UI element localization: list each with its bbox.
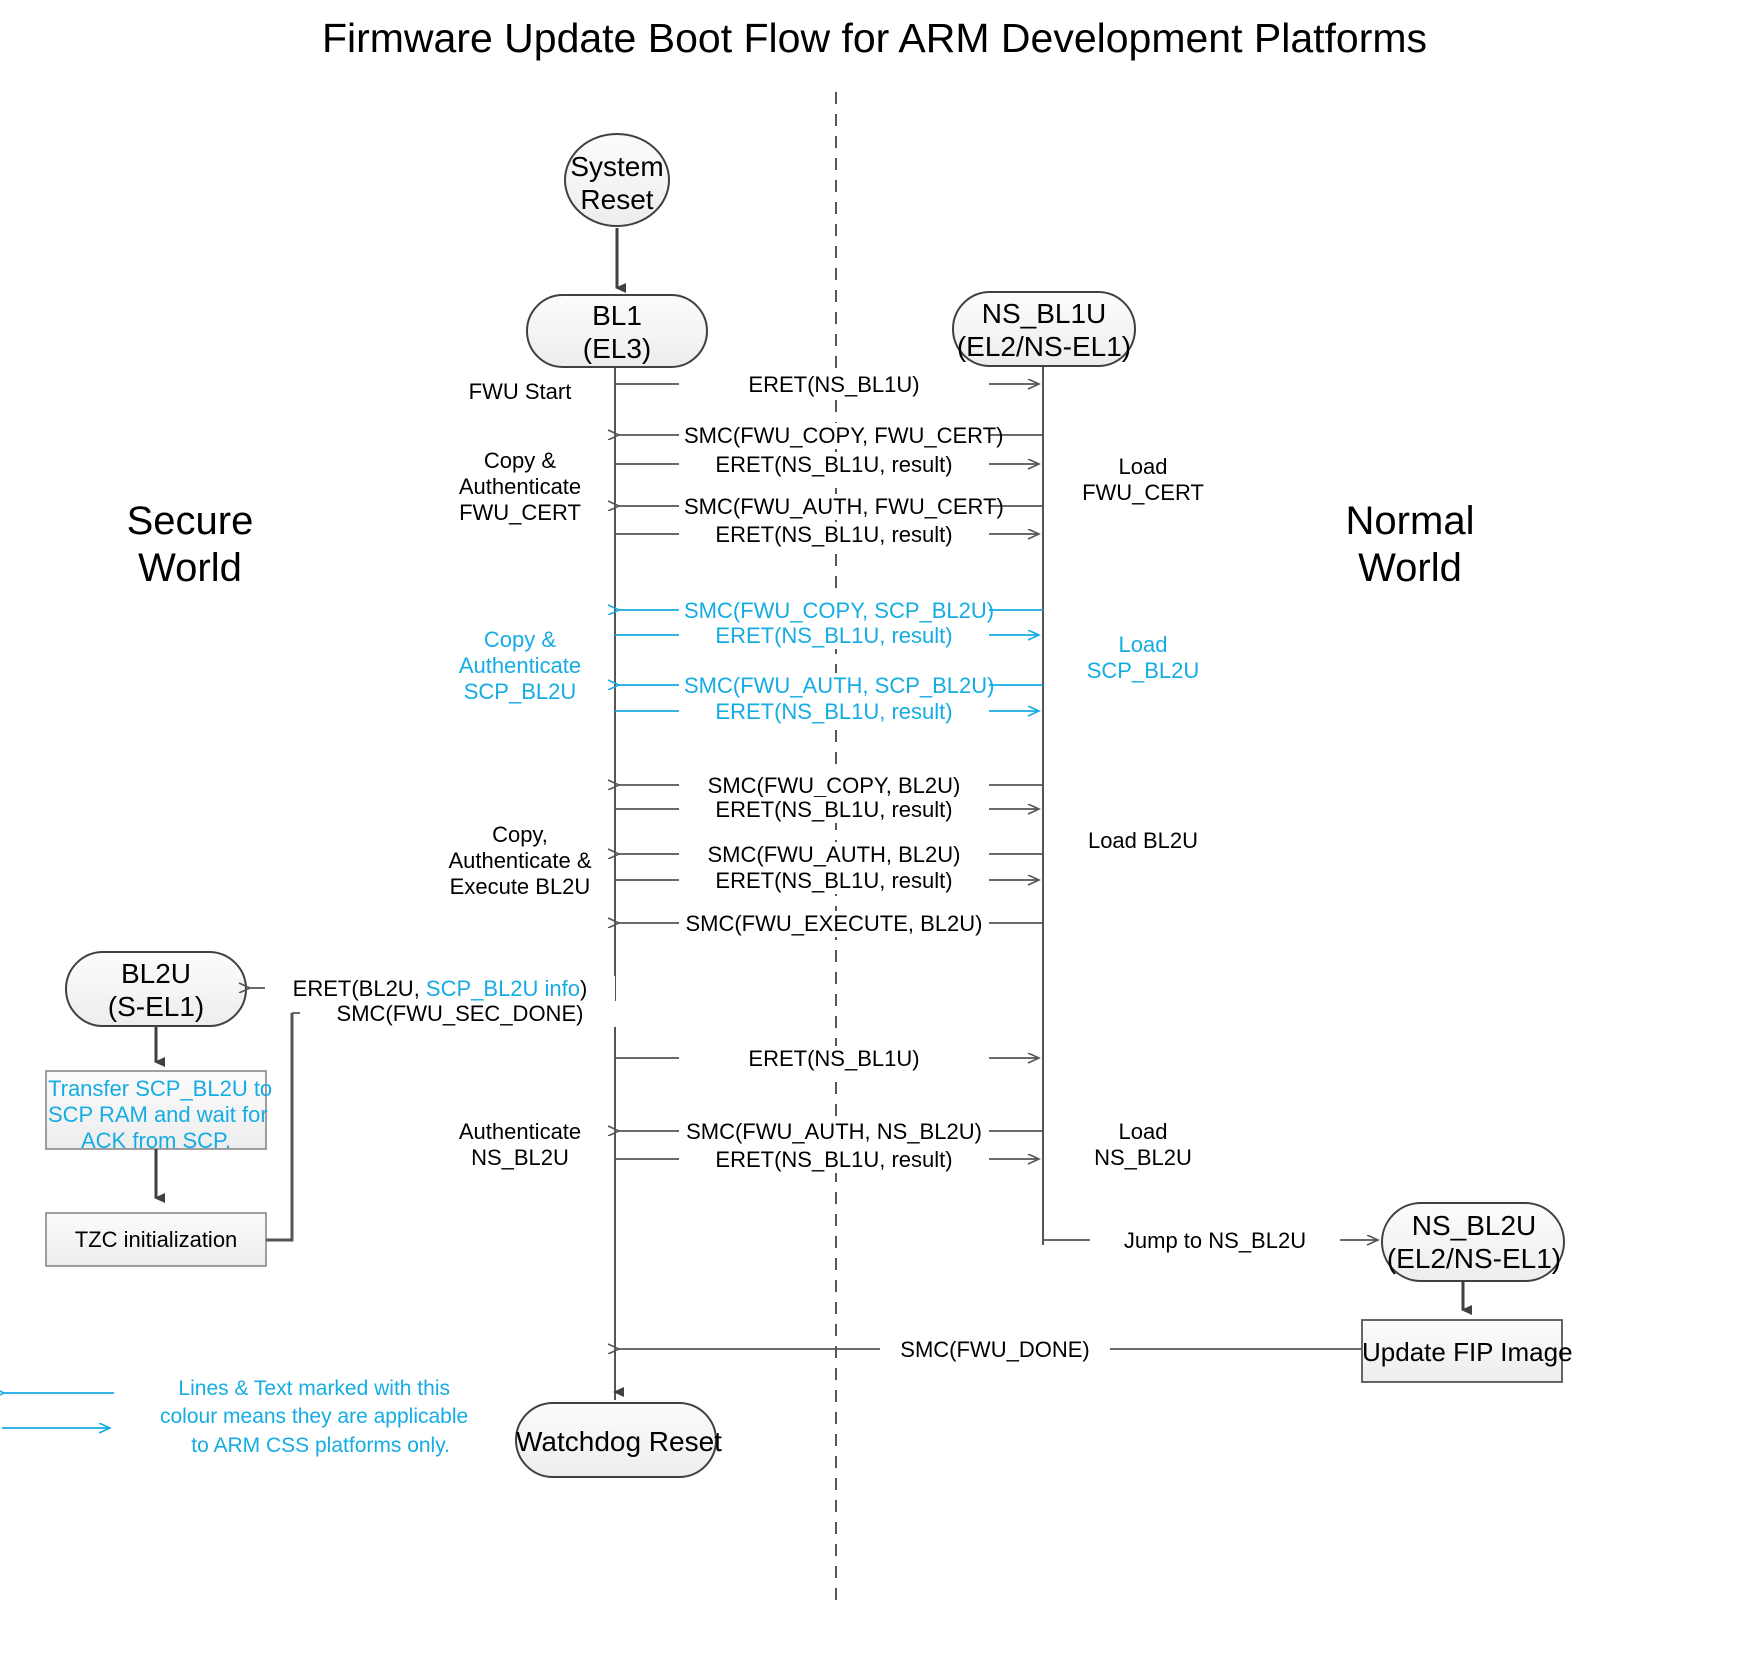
node-bl2u-shape [65,951,247,1027]
box-update-fip-shape [1361,1319,1563,1383]
arrow-jump-ns-bl2u [1042,1210,1378,1240]
box-tzc-init-shape [45,1212,267,1267]
node-bl1-shape [526,294,708,368]
node-ns-bl1u-shape [952,291,1136,367]
node-watchdog-reset-shape [515,1402,717,1478]
box-transfer-scp-shape [45,1070,267,1150]
node-system-reset-shape [564,133,670,227]
elbow-tzc-to-secdone [266,1013,294,1242]
node-ns-bl2u-shape [1381,1202,1565,1282]
